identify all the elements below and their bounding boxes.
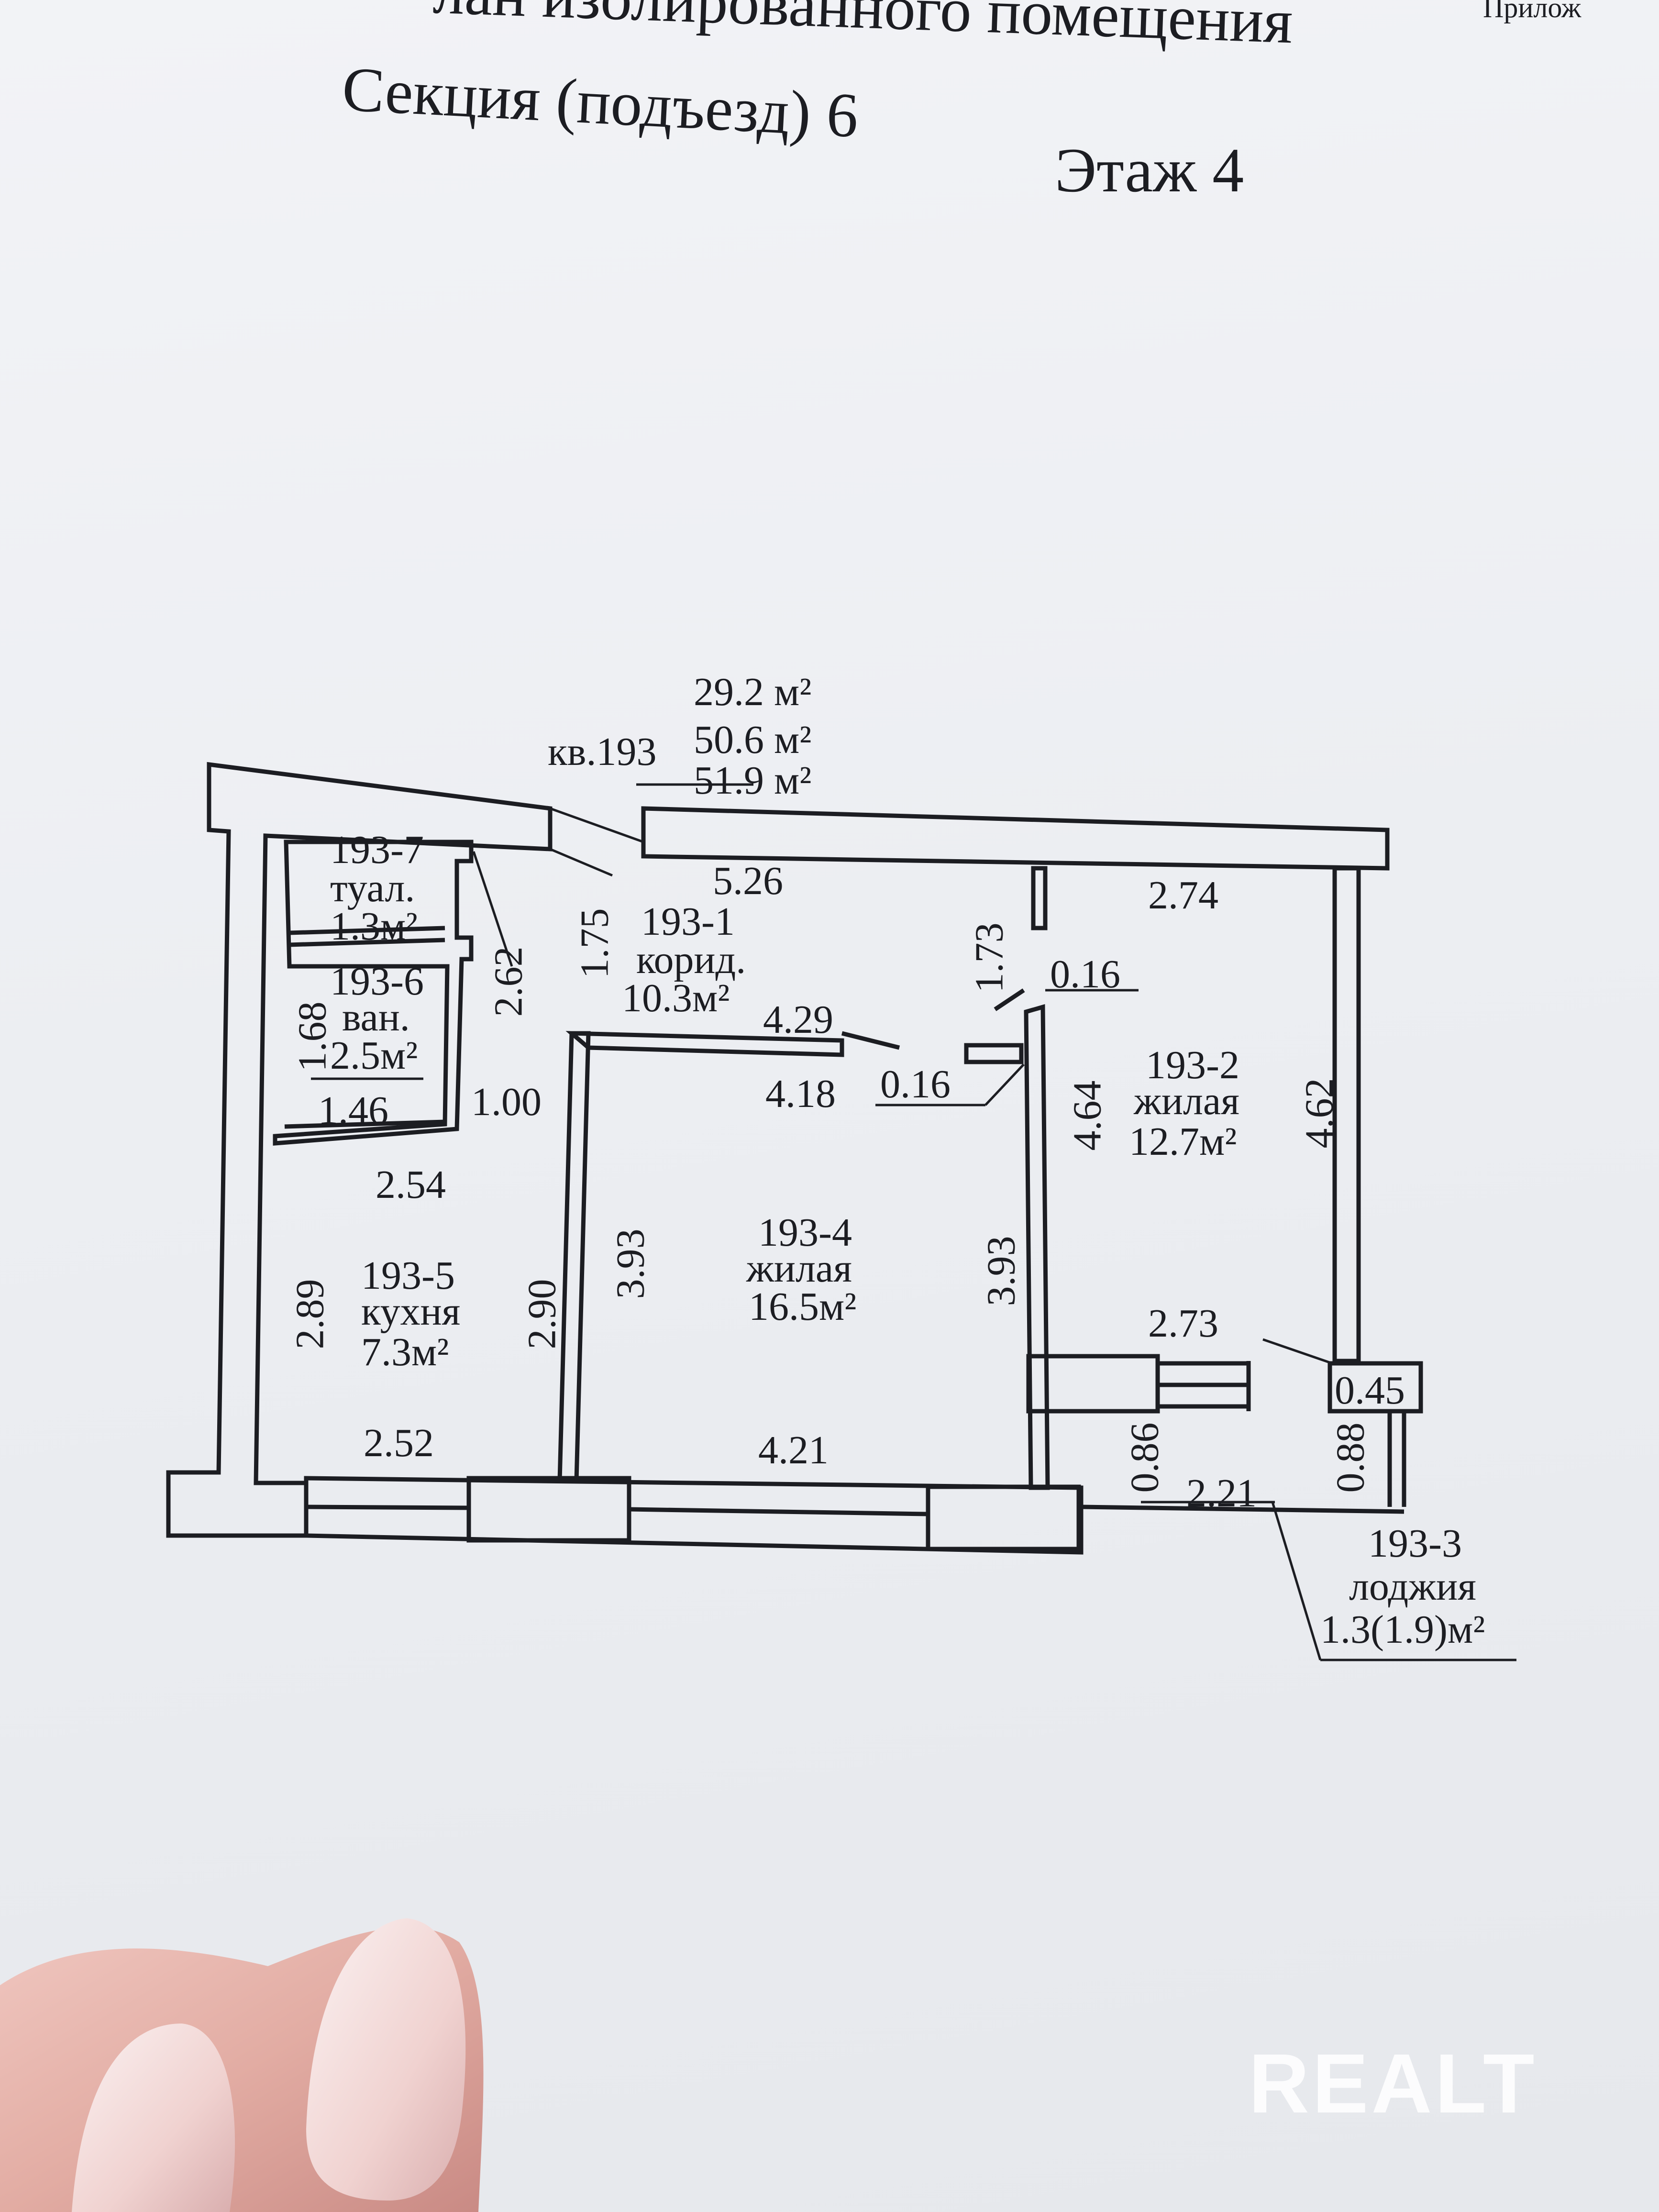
loggia-name: лоджия — [1349, 1564, 1476, 1609]
window-2 — [926, 1484, 1081, 1551]
dim-1-00: 1.00 — [471, 1080, 542, 1124]
realt-watermark: REALT — [1249, 2037, 1537, 2131]
room2-name: жилая — [1134, 1079, 1239, 1123]
kitchen-area: 7.3м² — [361, 1330, 449, 1374]
wall-top-right — [641, 806, 1390, 871]
bath-name: ван. — [342, 995, 410, 1040]
dim-4-21: 4.21 — [758, 1428, 829, 1472]
partition-room4-top — [565, 1031, 844, 1057]
dim-2-21: 2.21 — [1186, 1471, 1257, 1515]
apartment-number: кв.193 — [548, 730, 657, 774]
room4-area: 16.5м² — [749, 1284, 857, 1329]
area-living-total: 29.2 м² — [694, 670, 812, 714]
kitchen-id: 193-5 — [361, 1253, 455, 1298]
wall-right — [1332, 866, 1361, 1363]
dim-4-18: 4.18 — [765, 1072, 836, 1116]
bath-area: 2.5м² — [330, 1033, 418, 1078]
bath-block — [273, 840, 474, 1146]
dim-0-16-mid: 0.16 — [880, 1062, 951, 1106]
room4-name: жилая — [746, 1246, 852, 1291]
room2-area: 12.7м² — [1129, 1119, 1237, 1164]
corridor-id: 193-1 — [641, 899, 735, 944]
loggia-id: 193-3 — [1368, 1521, 1462, 1566]
toilet-area: 1.3м² — [330, 904, 418, 949]
room2-id: 193-2 — [1146, 1043, 1239, 1087]
dim-2-54: 2.54 — [376, 1162, 446, 1207]
dim-2-74: 2.74 — [1148, 873, 1218, 918]
kitchen-name: кухня — [361, 1289, 461, 1334]
toilet-id: 193-7 — [330, 828, 424, 872]
wall-bottom — [304, 1476, 1084, 1555]
dim-2-73: 2.73 — [1148, 1301, 1218, 1346]
partition-short — [1031, 866, 1048, 930]
toilet-name: туал. — [330, 866, 415, 910]
dim-0-45: 0.45 — [1335, 1368, 1405, 1413]
partition-room2-left — [1024, 1004, 1050, 1490]
dim-5-26: 5.26 — [713, 859, 783, 903]
dimension-box-045 — [1327, 1361, 1423, 1414]
dim-2-52: 2.52 — [364, 1421, 434, 1465]
dim-0-16-top: 0.16 — [1050, 952, 1120, 996]
area-total-with-loggia: 51.9 м² — [694, 758, 812, 803]
corridor-area: 10.3м² — [622, 976, 730, 1020]
partition-room4-left — [557, 1031, 591, 1483]
floor-label: Этаж 4 — [1055, 135, 1244, 205]
loggia-area: 1.3(1.9)м² — [1320, 1607, 1485, 1652]
room4-id: 193-4 — [758, 1210, 852, 1255]
bath-id: 193-6 — [330, 959, 424, 1004]
area-total: 50.6 м² — [694, 718, 812, 762]
appendix-corner-text: Прилож — [1483, 0, 1582, 23]
dim-4-29: 4.29 — [763, 997, 833, 1042]
corridor-name: корид. — [636, 938, 746, 982]
dim-1-46: 1.46 — [318, 1088, 388, 1133]
